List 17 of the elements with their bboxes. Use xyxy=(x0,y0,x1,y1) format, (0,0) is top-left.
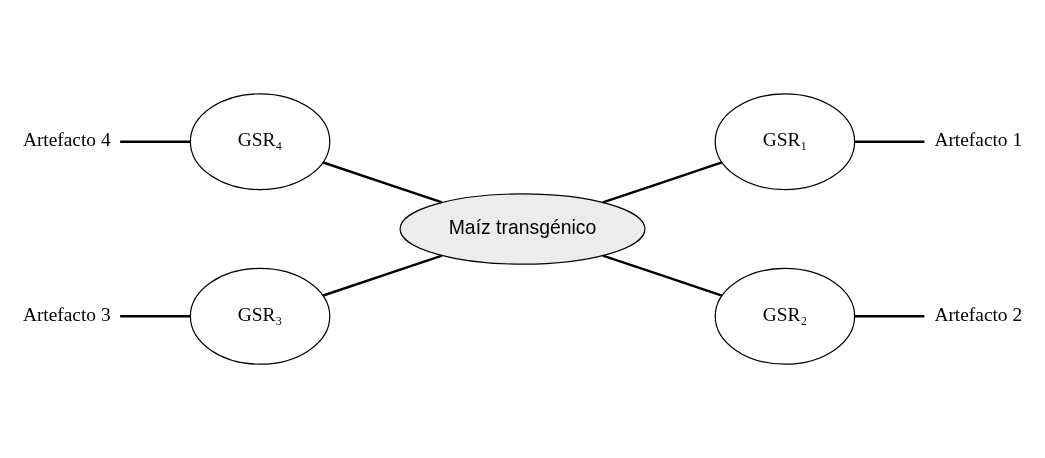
node-text: Artefacto 2 xyxy=(934,303,1023,325)
connector xyxy=(120,315,191,318)
node-text: Artefacto 3 xyxy=(22,303,111,325)
connector xyxy=(602,254,723,297)
connector xyxy=(602,161,723,204)
connector xyxy=(322,161,443,204)
connector xyxy=(855,315,925,318)
node-text: Artefacto 4 xyxy=(22,129,111,151)
node-ellipse: GSR₂ xyxy=(714,267,856,365)
node-text: Artefacto 1 xyxy=(934,129,1023,151)
connector xyxy=(120,140,191,143)
node-ellipse: GSR₄ xyxy=(189,93,331,191)
node-ellipse: Maíz transgénico xyxy=(399,193,646,265)
node-ellipse: GSR₃ xyxy=(189,267,331,365)
connector xyxy=(855,140,925,143)
connector xyxy=(322,254,443,297)
node-ellipse: GSR₁ xyxy=(714,93,856,191)
